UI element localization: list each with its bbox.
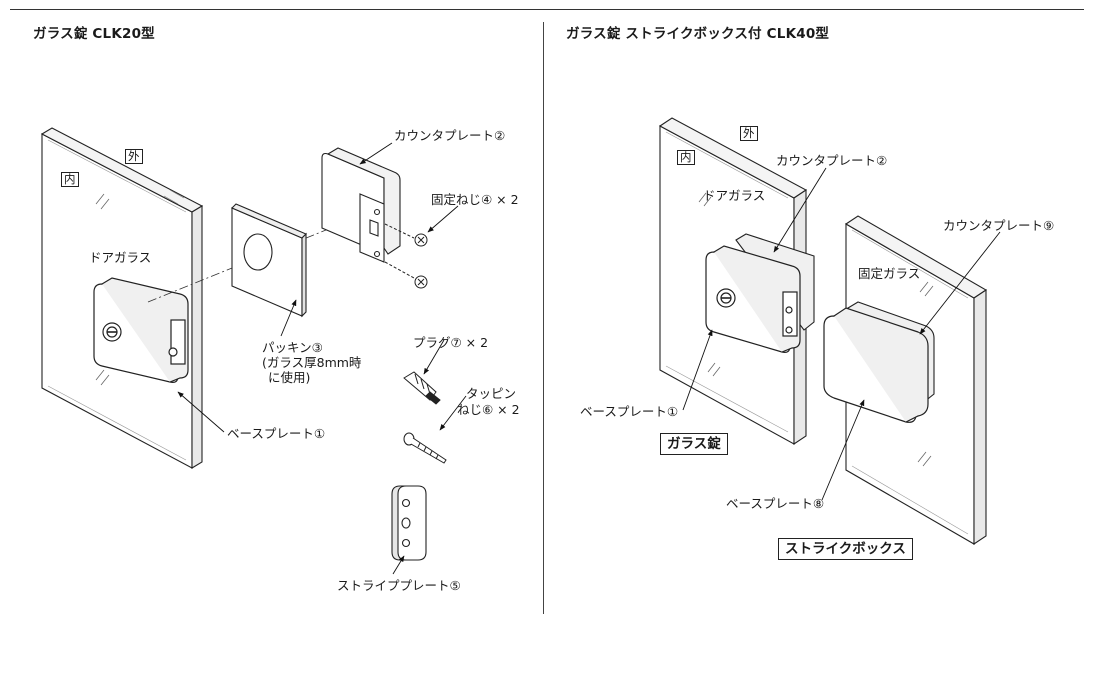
right-inside-mark: 内 bbox=[677, 150, 695, 165]
stripe-plate-label: ストライププレート⑤ bbox=[337, 578, 461, 593]
packing-label-3: に使用) bbox=[268, 370, 311, 385]
left-counter-plate-label: カウンタプレート② bbox=[394, 128, 506, 143]
packing-label-1: パッキン③ bbox=[262, 340, 323, 355]
clk40-title: ガラス錠 ストライクボックス付 CLK40型 bbox=[566, 26, 830, 42]
plug-anchor bbox=[403, 371, 441, 405]
tapping-label-2: ねじ⑥ × 2 bbox=[457, 402, 520, 417]
center-divider bbox=[543, 22, 544, 614]
right-counter-plate-2-label: カウンタプレート② bbox=[776, 153, 888, 168]
left-base-plate-label: ベースプレート① bbox=[227, 426, 326, 441]
glass-lock-box-label: ガラス錠 bbox=[660, 433, 728, 455]
tapping-label-1: タッピン bbox=[466, 386, 517, 401]
right-base-plate-1-label: ベースプレート① bbox=[580, 404, 679, 419]
left-leader-lines bbox=[177, 142, 467, 575]
right-door-glass-label: ドアガラス bbox=[703, 188, 766, 203]
right-outside-mark: 外 bbox=[740, 126, 758, 141]
plug-label: プラグ⑦ × 2 bbox=[413, 335, 489, 350]
left-door-glass-label: ドアガラス bbox=[89, 250, 152, 265]
left-outside-mark: 外 bbox=[125, 149, 143, 164]
packing-gasket bbox=[231, 203, 307, 318]
fixing-screw-label: 固定ねじ④ × 2 bbox=[431, 192, 519, 207]
right-base-plate-1 bbox=[705, 245, 801, 353]
fixed-glass-label: 固定ガラス bbox=[858, 266, 921, 281]
packing-label-2: (ガラス厚8mm時 bbox=[262, 355, 362, 370]
strike-box-label: ストライクボックス bbox=[778, 538, 913, 560]
left-inside-mark: 内 bbox=[61, 172, 79, 187]
left-base-plate-lock bbox=[93, 277, 189, 383]
right-counter-plate-9-label: カウンタプレート⑨ bbox=[943, 218, 1055, 233]
fixing-screws bbox=[384, 223, 428, 289]
right-base-plate-8-label: ベースプレート⑧ bbox=[726, 496, 825, 511]
top-rule bbox=[10, 9, 1084, 10]
right-base-plate-8 bbox=[823, 307, 929, 423]
stripe-plate bbox=[391, 485, 427, 561]
right-leader-lines bbox=[682, 167, 1001, 501]
tapping-screw bbox=[403, 432, 447, 464]
clk20-title: ガラス錠 CLK20型 bbox=[33, 26, 155, 42]
left-counter-plate bbox=[321, 147, 401, 263]
